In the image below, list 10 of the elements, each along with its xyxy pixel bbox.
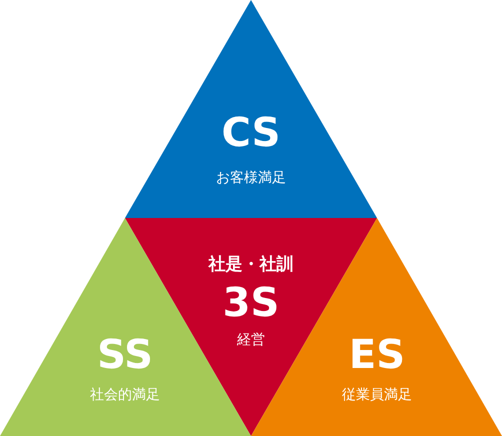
subtitle: 社会的満足 (90, 388, 160, 402)
subtitle: お客様満足 (216, 171, 286, 185)
heading: ES (348, 335, 406, 375)
heading: SS (97, 335, 153, 375)
subtitle: 従業員満足 (342, 388, 412, 402)
heading: 社是・社訓 (208, 256, 294, 274)
heading: CS (222, 113, 280, 153)
subtitle: 経営 (237, 333, 265, 347)
heading: 3S (222, 283, 280, 323)
triangle-panel (125, 0, 377, 218)
